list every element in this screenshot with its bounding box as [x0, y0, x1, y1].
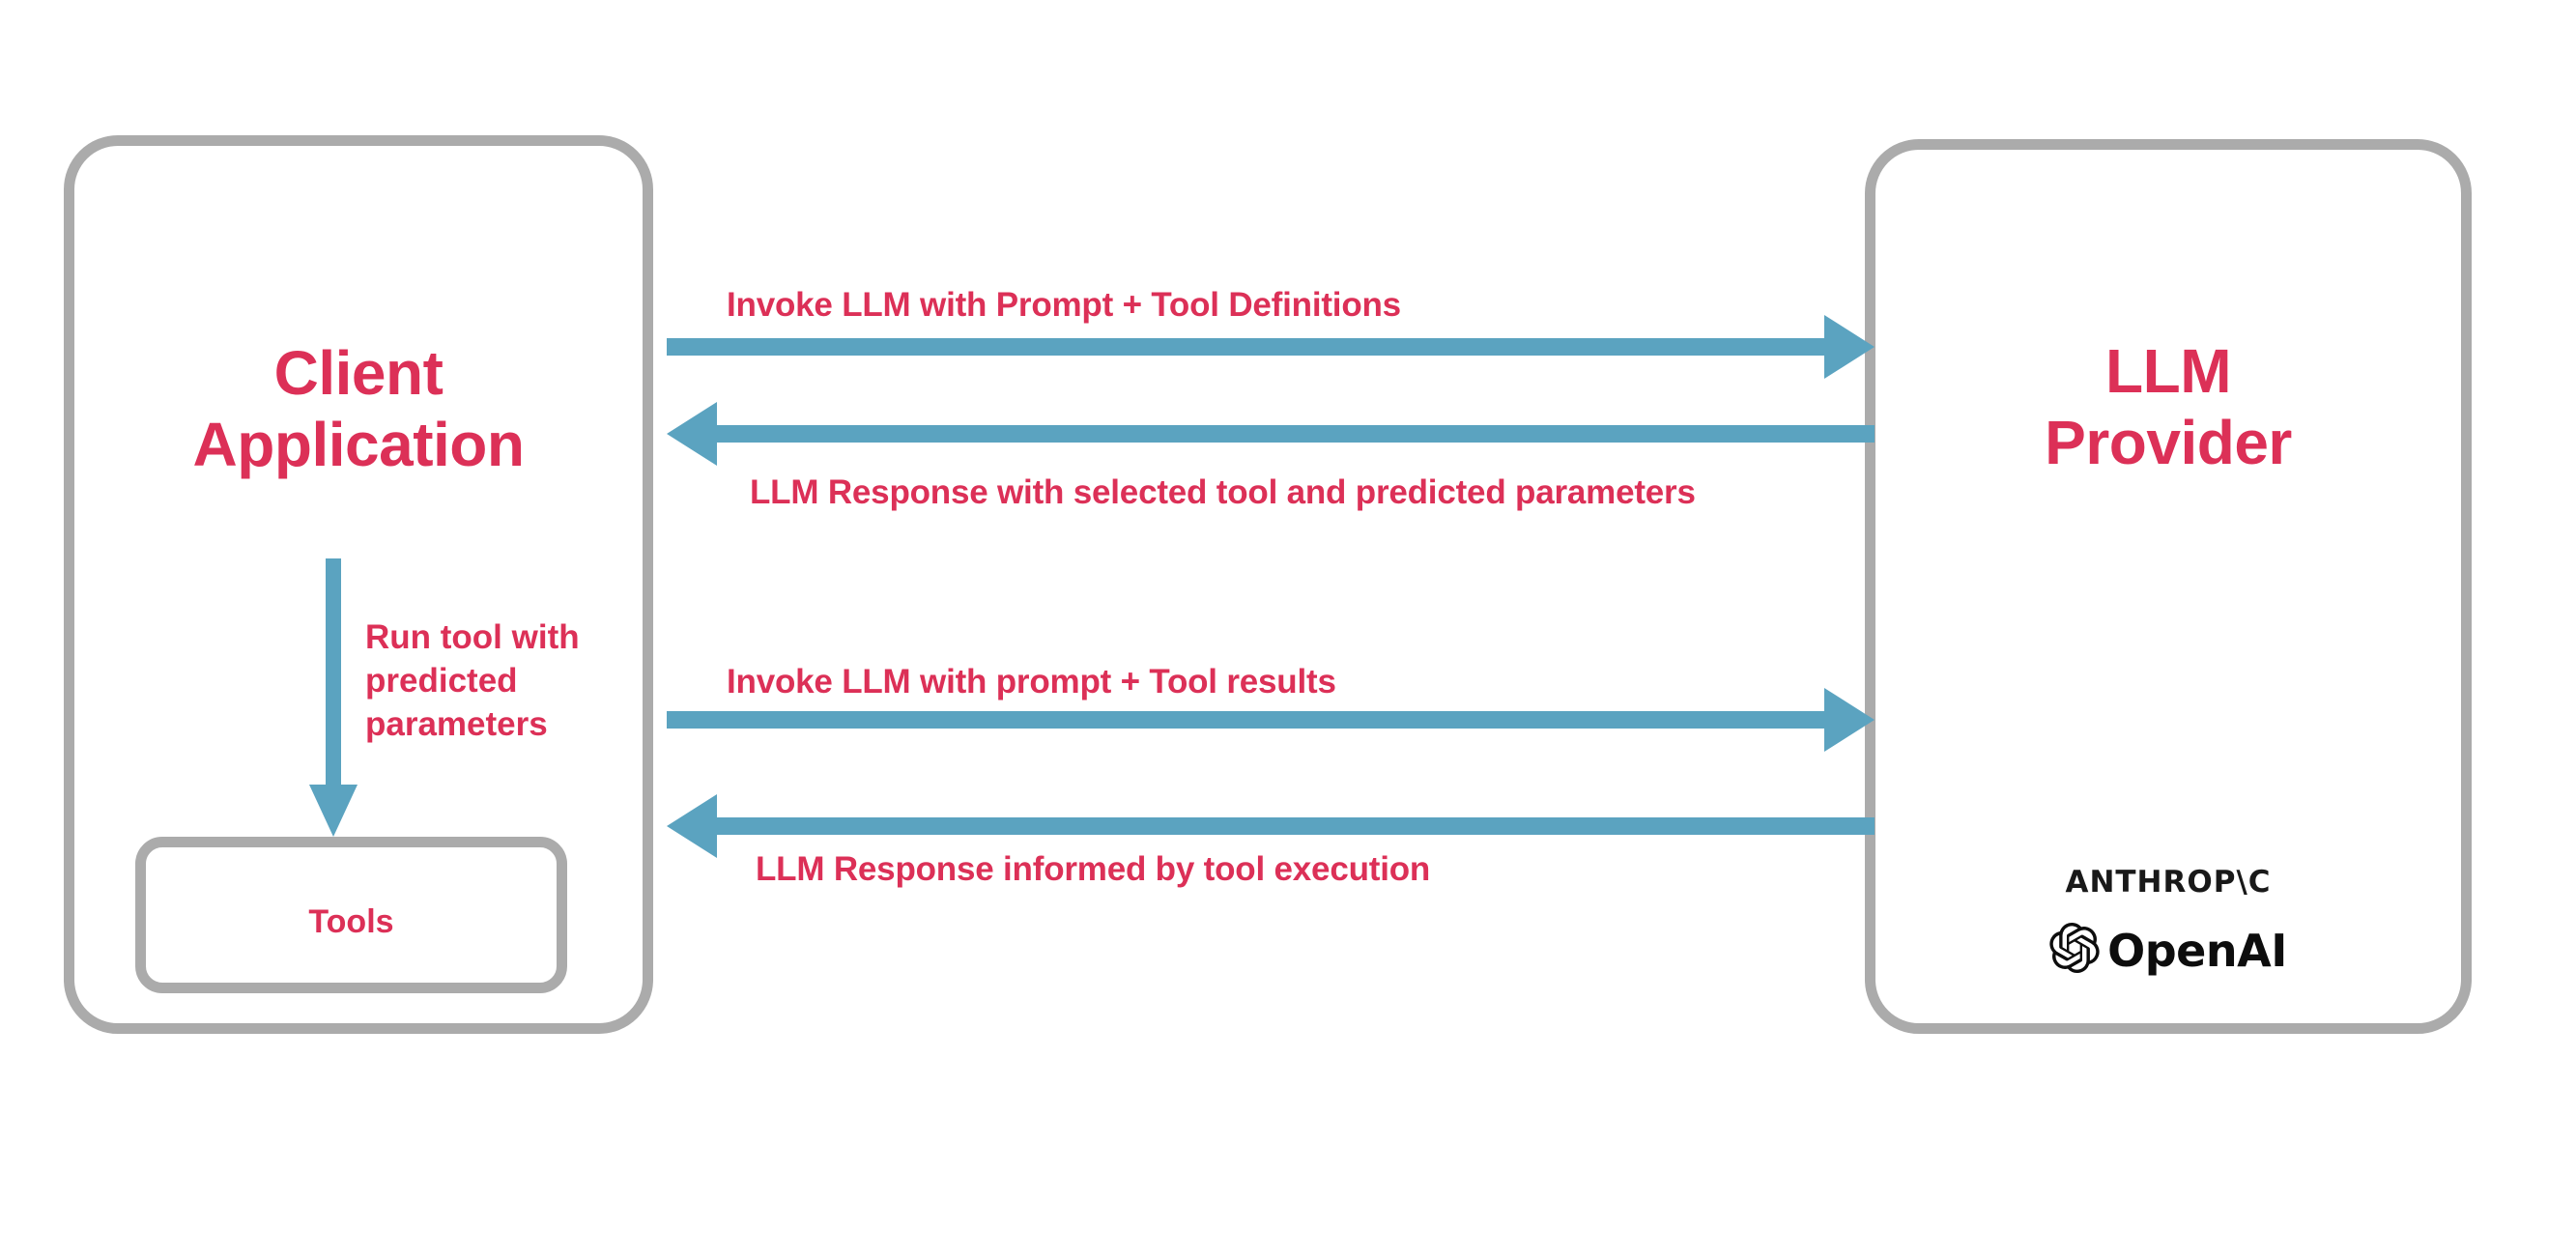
- tools-box[interactable]: Tools: [135, 837, 567, 993]
- message-label-3: Invoke LLM with prompt + Tool results: [727, 663, 1336, 700]
- client-title-line-1: Client: [273, 338, 444, 408]
- arrow-llm-response-informed-by-tool-execution: [667, 794, 1875, 858]
- message-label-4: LLM Response informed by tool execution: [756, 850, 1431, 888]
- tools-label: Tools: [308, 903, 394, 940]
- anthropic-logo: ANTHROP\C: [2065, 865, 2272, 900]
- client-title-line-2: Application: [192, 410, 525, 480]
- run-tool-arrow-label: Run tool with predicted parameters: [365, 618, 580, 743]
- message-label-2: LLM Response with selected tool and pred…: [750, 473, 1696, 511]
- openai-logo-group: OpenAI: [1875, 923, 2461, 978]
- provider-title-line-1: LLM: [2105, 336, 2232, 406]
- openai-knot-icon: [2049, 923, 2100, 978]
- llm-provider-box[interactable]: LLM Provider ANTHROP\C OpenAI: [1865, 139, 2472, 1034]
- provider-title-line-2: Provider: [2045, 408, 2292, 478]
- message-label-1: Invoke LLM with Prompt + Tool Definition…: [727, 286, 1401, 324]
- client-application-title: Client Application: [74, 337, 643, 480]
- arrow-llm-response-with-selected-tool: [667, 402, 1875, 466]
- llm-provider-title: LLM Provider: [1875, 335, 2461, 478]
- openai-wordmark: OpenAI: [2107, 924, 2287, 977]
